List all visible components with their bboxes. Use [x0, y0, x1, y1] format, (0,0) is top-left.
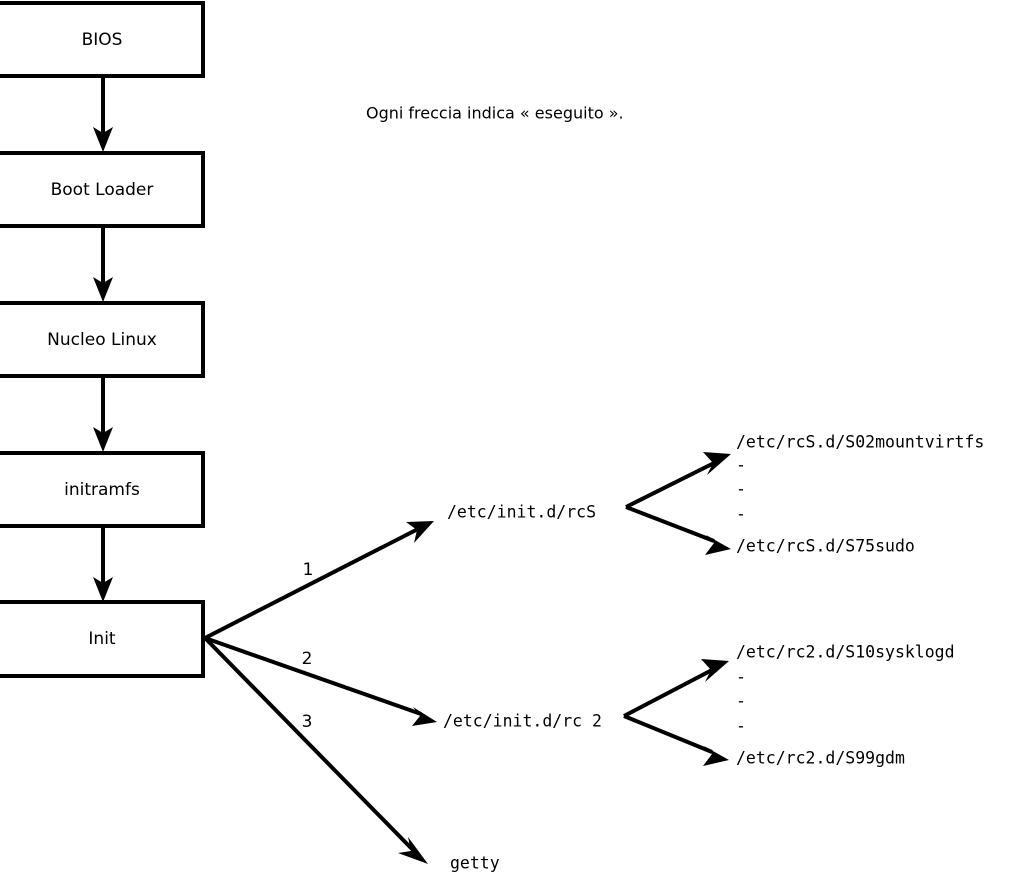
box-init-label: Init: [88, 629, 116, 649]
arrow-init-branch-2: [204, 636, 437, 726]
rc2-ellipsis-dash-1: -: [736, 668, 746, 687]
arrow-rcs-to-last-script: [625, 505, 731, 555]
arrow-rc2-to-last-script: [623, 714, 729, 766]
box-initramfs: initramfs: [0, 451, 205, 528]
rcs-ellipsis-dash-1: -: [736, 456, 746, 475]
box-boot-loader: Boot Loader: [0, 151, 205, 228]
branch-number-1: 1: [303, 560, 314, 580]
arrow-initramfs-to-init: [93, 526, 113, 602]
arrow-init-branch-1: [204, 521, 434, 640]
box-bios-label: BIOS: [82, 30, 123, 50]
arrow-nucleo-linux-to-initramfs: [93, 376, 113, 452]
arrow-init-branch-3: [203, 636, 428, 864]
label-getty: getty: [450, 854, 500, 873]
box-nucleo-linux: Nucleo Linux: [0, 301, 205, 378]
label-rc2-first-script: /etc/rc2.d/S10sysklogd: [736, 643, 955, 662]
rc2-ellipsis-dash-2: -: [736, 692, 746, 711]
box-init-rect: [0, 600, 205, 678]
branch-number-3: 3: [302, 712, 313, 732]
label-rc2-last-script: /etc/rc2.d/S99gdm: [736, 749, 905, 768]
arrow-bios-to-boot-loader: [93, 76, 113, 152]
box-init: Init: [0, 600, 205, 678]
label-rcs-first-script: /etc/rcS.d/S02mountvirtfs: [736, 433, 984, 452]
label-init-d-rcs: /etc/init.d/rcS: [447, 503, 596, 522]
box-initramfs-label: initramfs: [64, 480, 140, 500]
arrow-boot-loader-to-nucleo-linux: [93, 226, 113, 302]
label-init-d-rc2: /etc/init.d/rc 2: [443, 712, 602, 731]
box-initramfs-rect: [0, 451, 205, 528]
rcs-ellipsis-dash-3: -: [736, 505, 746, 524]
box-boot-loader-label: Boot Loader: [51, 180, 154, 200]
box-nucleo-linux-rect: [0, 301, 205, 378]
legend-note: Ogni freccia indica « eseguito ».: [366, 104, 624, 123]
box-bios: BIOS: [0, 1, 205, 78]
box-boot-loader-rect: [0, 151, 205, 228]
box-bios-rect: [0, 1, 205, 78]
arrow-rc2-to-first-script: [623, 659, 729, 718]
arrow-rcs-to-first-script: [625, 452, 731, 509]
box-nucleo-linux-label: Nucleo Linux: [47, 330, 157, 350]
branch-number-2: 2: [302, 649, 313, 669]
rcs-ellipsis-dash-2: -: [736, 480, 746, 499]
label-rcs-last-script: /etc/rcS.d/S75sudo: [736, 537, 915, 556]
rc2-ellipsis-dash-3: -: [736, 717, 746, 736]
